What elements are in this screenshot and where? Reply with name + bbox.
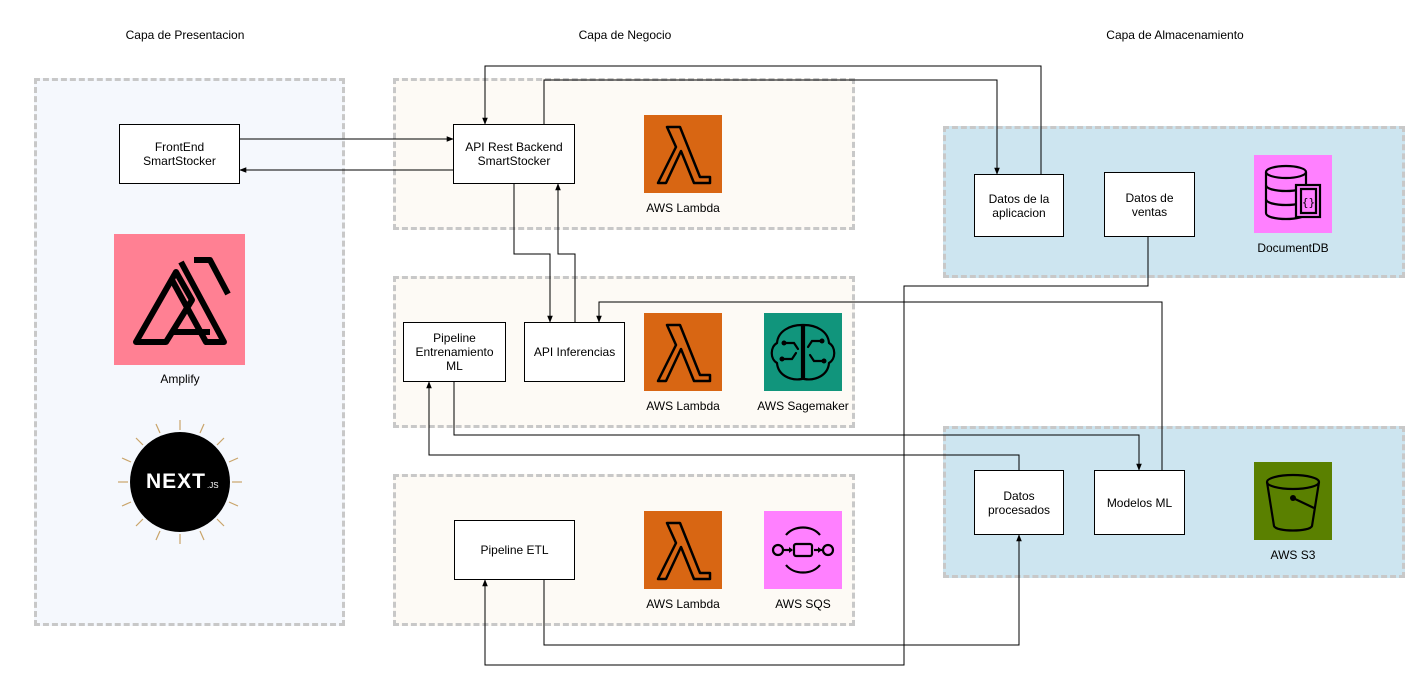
sagemaker-label: AWS Sagemaker: [757, 399, 849, 413]
documentdb-icon: {}: [1254, 155, 1332, 233]
lambda-label-1: AWS Lambda: [646, 201, 720, 215]
s3-icon: [1254, 462, 1332, 540]
nextjs-logo: NEXT .JS: [116, 418, 244, 546]
lambda-label-3: AWS Lambda: [646, 597, 720, 611]
amplify-label: Amplify: [160, 372, 200, 386]
sales-data-box[interactable]: Datos de ventas: [1104, 172, 1195, 237]
nextjs-logo-text: NEXT: [146, 470, 206, 493]
s3-label: AWS S3: [1270, 548, 1316, 562]
sagemaker-icon: [764, 313, 842, 391]
processed-data-box[interactable]: Datos procesados: [974, 470, 1064, 535]
lambda-icon: [644, 115, 722, 193]
api-backend-box[interactable]: API Rest Backend SmartStocker: [453, 124, 575, 184]
frontend-box[interactable]: FrontEnd SmartStocker: [119, 124, 240, 184]
pipeline-training-box[interactable]: Pipeline Entrenamiento ML: [403, 322, 506, 382]
lambda-label-2: AWS Lambda: [646, 399, 720, 413]
documentdb-label: DocumentDB: [1257, 241, 1329, 255]
layer-title-business: Capa de Negocio: [578, 28, 672, 42]
svg-text:.JS: .JS: [207, 481, 219, 490]
layer-title-presentation: Capa de Presentacion: [125, 28, 245, 42]
amplify-icon: [114, 234, 245, 365]
svg-text:{}: {}: [1302, 196, 1315, 209]
api-inference-box[interactable]: API Inferencias: [524, 322, 625, 382]
pipeline-etl-box[interactable]: Pipeline ETL: [454, 520, 575, 580]
sqs-label: AWS SQS: [775, 597, 831, 611]
ml-models-box[interactable]: Modelos ML: [1094, 470, 1185, 535]
lambda-icon: [644, 511, 722, 589]
sqs-icon: [764, 511, 842, 589]
app-data-box[interactable]: Datos de la aplicacion: [974, 174, 1064, 237]
layer-title-storage: Capa de Almacenamiento: [1106, 28, 1244, 42]
lambda-icon: [644, 313, 722, 391]
